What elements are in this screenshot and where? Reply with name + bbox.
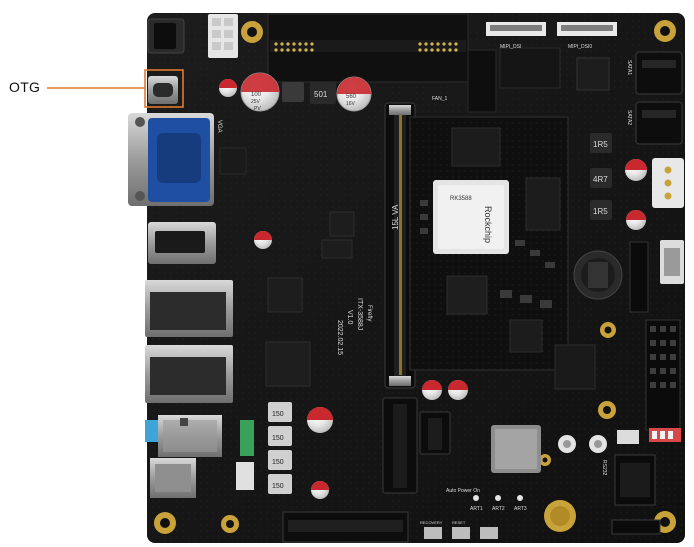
sata2-label: SATA2: [626, 110, 632, 125]
power-section: [180, 82, 355, 494]
pmic-chip: [509, 319, 543, 353]
inductor-150-c: [268, 450, 292, 470]
dram-chip-1: [451, 127, 501, 167]
inductor-501-text: 501: [314, 90, 328, 99]
inductor-150-d: [268, 474, 292, 494]
mounting-holes: [154, 20, 676, 534]
capacitor-100-25v: [240, 72, 280, 112]
chip-model-text: RK3588: [450, 196, 472, 202]
board-date-text: 2022.02.15: [336, 320, 343, 355]
otg-callout-label: OTG: [9, 79, 41, 95]
cap-25v-text: 25V: [251, 99, 261, 105]
top-connectors: [208, 13, 684, 284]
fan-label: FAN_1: [432, 96, 448, 102]
cap-100-text: 100: [251, 92, 262, 98]
recovery-label: RECOVERY: [420, 520, 443, 525]
cap-560-text: 560: [346, 94, 357, 100]
inductor-501: [310, 82, 336, 104]
inductor-150-text-a: 150: [272, 411, 284, 418]
so-dimm-label: 15L VA: [391, 204, 400, 230]
gpio-header-right: [629, 241, 649, 313]
inductor-150-text-c: 150: [272, 459, 284, 466]
art2-label: ART2: [492, 506, 505, 512]
inductor-150-a: [268, 402, 292, 422]
audio-jack: [145, 420, 159, 442]
brand-text: Firefly: [366, 305, 372, 321]
inductor-1r5-text: 1R5: [593, 140, 608, 149]
recovery-button: [424, 527, 442, 539]
dram-chip-2: [525, 177, 561, 231]
capacitors: [219, 72, 647, 499]
io-panel: [128, 18, 233, 498]
mipi-label-1: MIPI_DSI: [500, 44, 521, 50]
cap-pv-text: PV: [254, 106, 261, 112]
bottom-components: [282, 397, 607, 543]
inductor-150-text-b: 150: [272, 435, 284, 442]
inductor-2r2: [282, 82, 304, 102]
rs232-label: RS232: [601, 460, 607, 476]
chip-brand-text: Rockchip: [483, 206, 493, 243]
sata-port-1: [635, 51, 683, 95]
emmc-chip: [446, 275, 488, 315]
inductor-150-b: [268, 426, 292, 446]
vga-silk-label: VGA: [216, 120, 222, 133]
right-components: [467, 47, 681, 535]
board-model-text: ITX-3588J: [356, 298, 363, 330]
power-on-label: Auto Power On: [446, 488, 480, 494]
art3-label: ART3: [514, 506, 527, 512]
inductor-4r7: [590, 168, 612, 188]
reset-label: RESET: [452, 520, 466, 525]
inductor-1r5-text-2: 1R5: [593, 207, 608, 216]
green-connector: [240, 420, 254, 456]
board-ver-text: V1.0: [346, 310, 353, 325]
otg-callout: [47, 69, 184, 108]
inductor-1r5-top: [590, 133, 612, 153]
mipi-label-2: MIPI_DSI0: [568, 44, 592, 50]
reset-button: [452, 527, 470, 539]
core-module: [409, 116, 569, 371]
capacitor-560-16v: [336, 76, 372, 112]
gpio-header-bottom-right: [645, 319, 681, 431]
inductor-150-text-d: 150: [272, 483, 284, 490]
power-button: [480, 527, 498, 539]
white-connector: [236, 462, 254, 490]
so-dimm-slot: [384, 102, 416, 389]
inductor-1r5-bottom: [590, 200, 612, 220]
bottom-right-header: [611, 519, 661, 535]
sata-port-2: [635, 101, 683, 145]
art1-label: ART1: [470, 506, 483, 512]
cap-16v-text: 16V: [346, 101, 356, 107]
inductor-4r7-text: 4R7: [593, 175, 608, 184]
sata1-label: SATA1: [626, 60, 632, 75]
